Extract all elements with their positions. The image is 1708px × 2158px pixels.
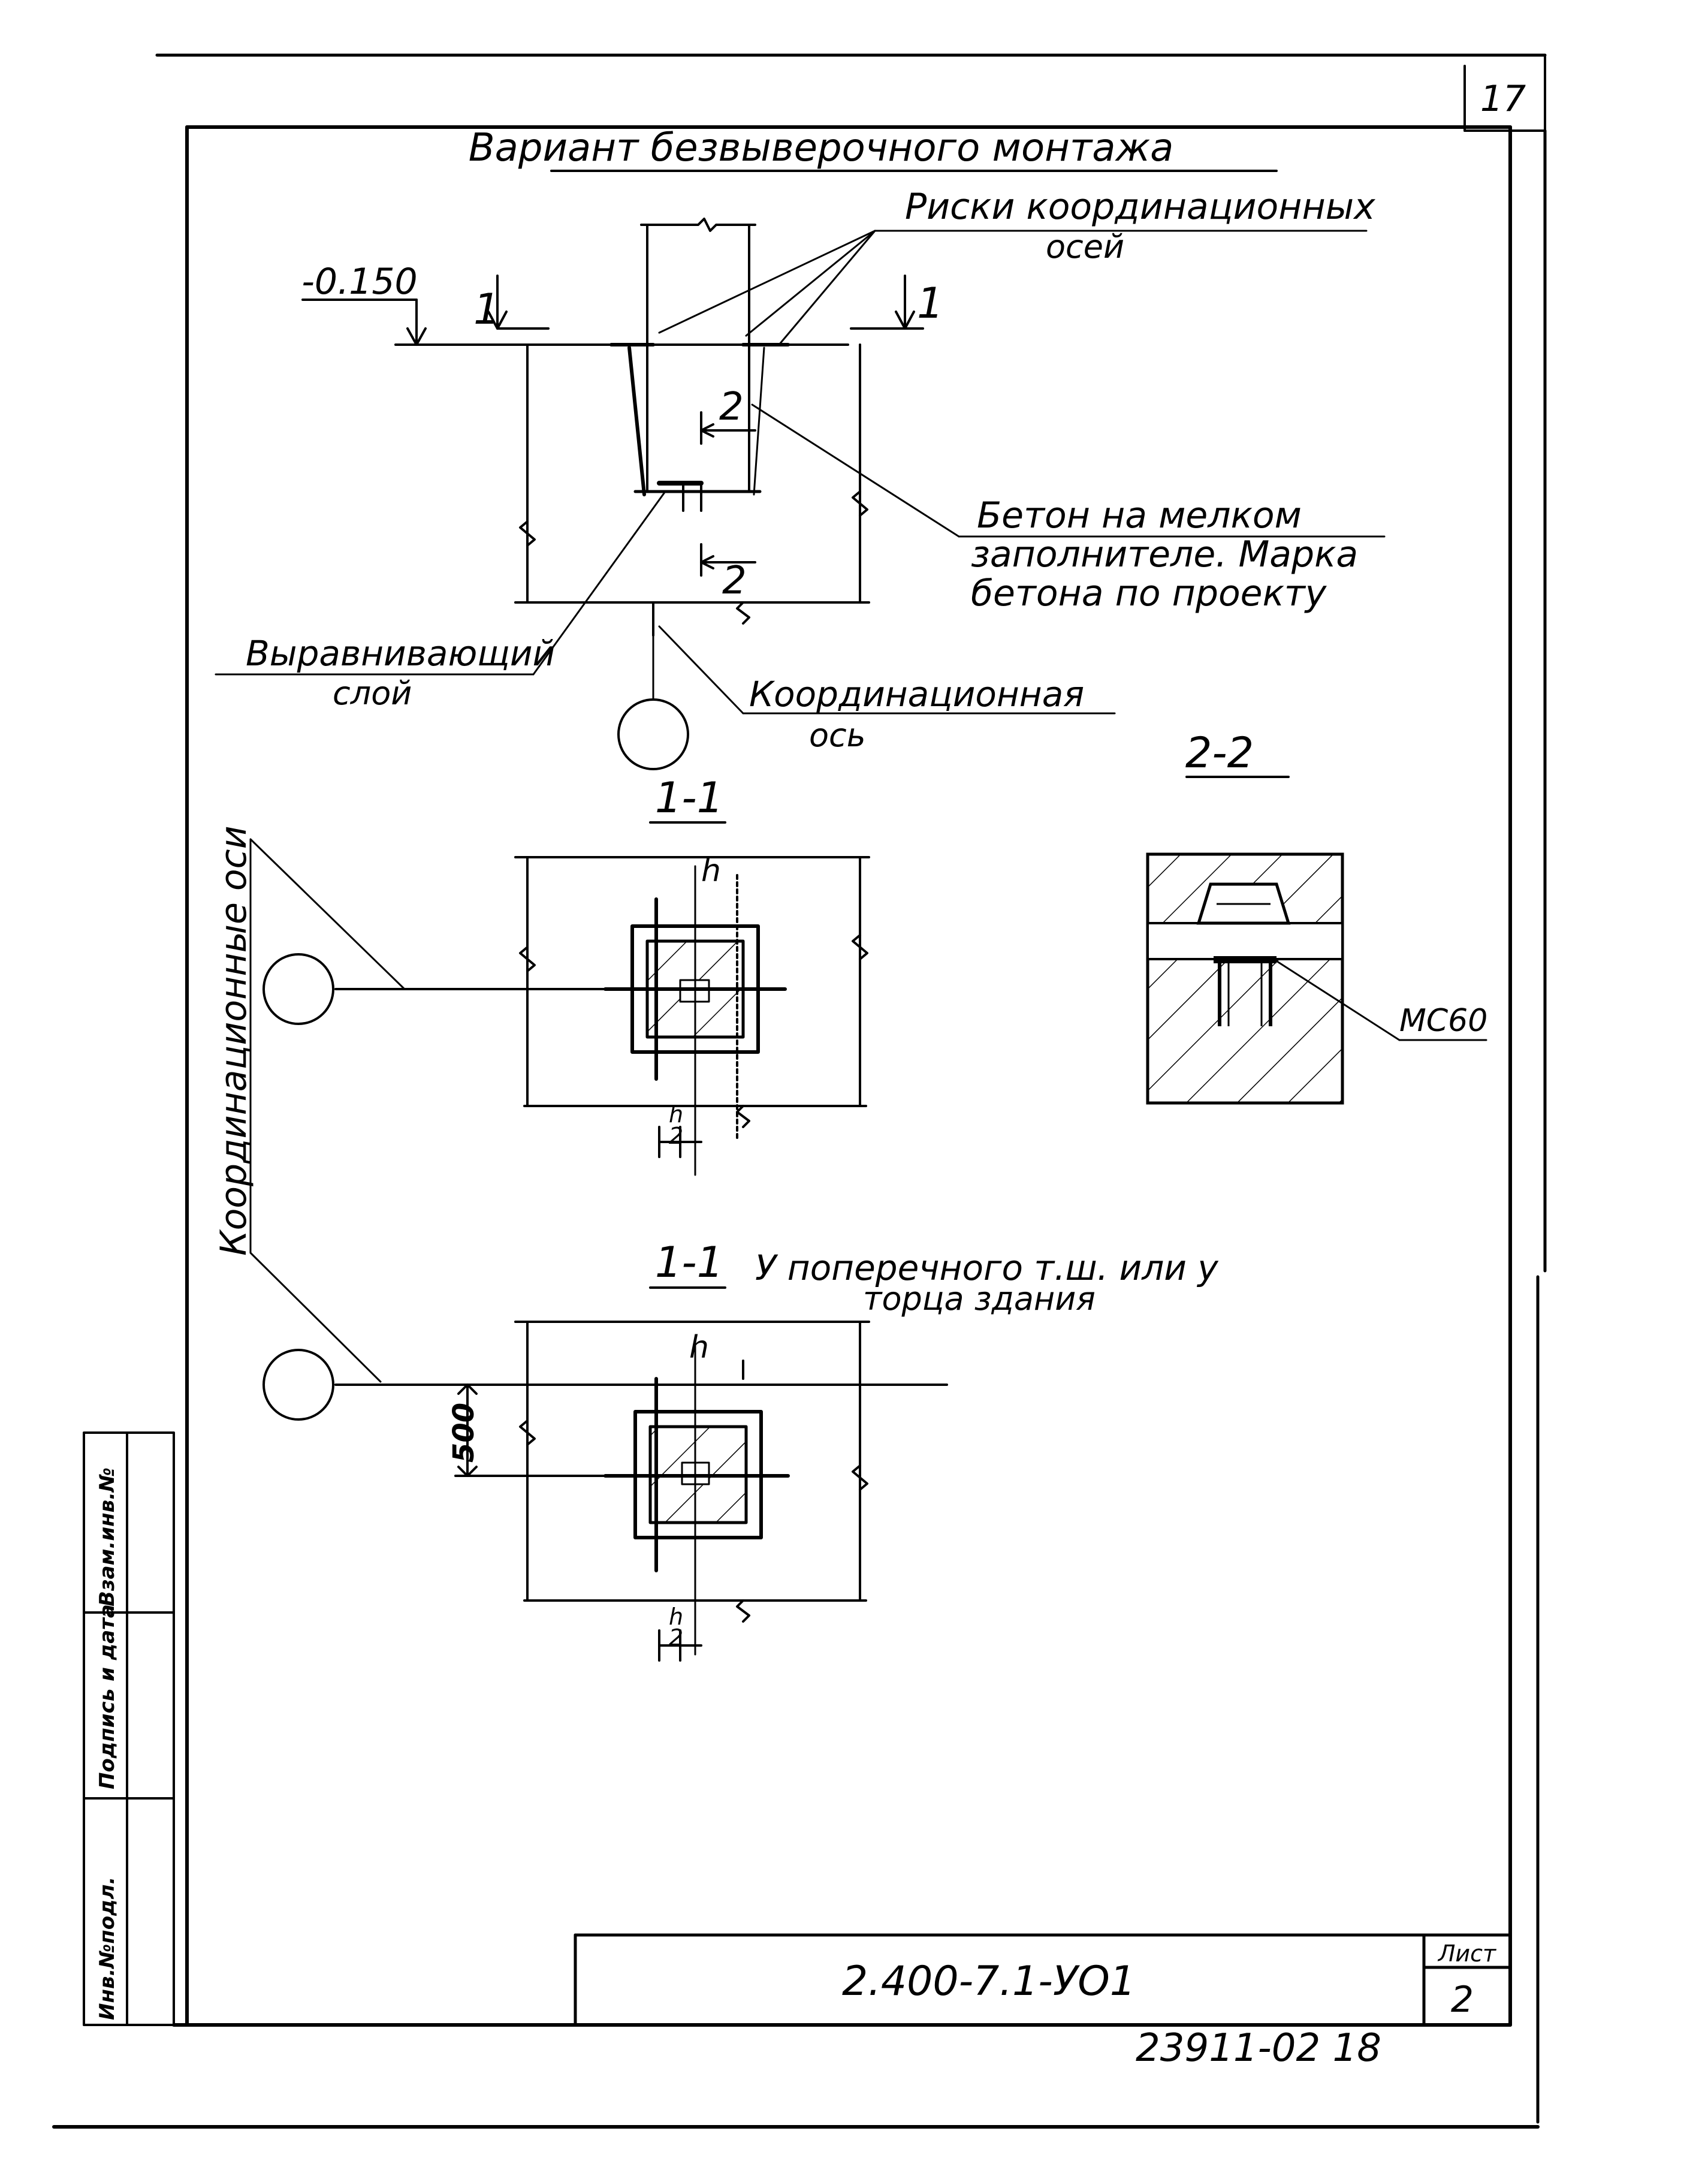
callout-axis-line1: Координационная xyxy=(749,674,1084,715)
document-code: 2.400-7.1-УО1 xyxy=(842,1958,1136,2005)
axes-leader xyxy=(249,838,406,1383)
view-subtitle-1-1-b-line2: торца здания xyxy=(863,1280,1096,1318)
section-2-2-detail xyxy=(1146,852,1344,1105)
view-title-2-2: 2-2 xyxy=(1185,728,1254,777)
section-marker-2-top: 2 xyxy=(719,385,744,429)
section-marker-1-right: 1 xyxy=(917,279,944,328)
plan-1-1-b xyxy=(334,1321,948,1662)
plan-1-1-b-dim-h-den: 2 xyxy=(669,1624,683,1651)
plan-1-1-dim-h: h xyxy=(701,853,721,889)
drawing-title: Вариант безвыверочного монтажа xyxy=(469,126,1174,170)
section-cut-left xyxy=(487,275,550,330)
sheet-corner-number: 17 xyxy=(1480,78,1526,120)
callout-concrete-line3: бетона по проекту xyxy=(971,572,1327,614)
plan-1-1 xyxy=(334,856,870,1176)
archive-number: 23911-02 18 xyxy=(1136,2026,1381,2070)
section-cut-right xyxy=(850,275,924,330)
callout-leveling-line1: Выравнивающий xyxy=(246,633,555,674)
level-mark-value: -0.150 xyxy=(301,261,417,303)
plate-leader xyxy=(1272,958,1401,1041)
view-title-1-1-b: 1-1 xyxy=(655,1238,723,1287)
axis-bubble-bottom xyxy=(262,1349,334,1421)
callout-leveling-line2: слой xyxy=(333,674,412,712)
plan-1-1-dim-h-den: 2 xyxy=(669,1123,683,1149)
section-marker-2-bottom: 2 xyxy=(722,559,747,603)
side-stamp-signature-label: Подпись и дата xyxy=(95,1604,119,1789)
sheet-frame xyxy=(52,53,1547,2129)
sheet-label: Лист xyxy=(1437,1940,1497,1967)
plan-1-1-b-dim-h-num: h xyxy=(669,1604,683,1630)
axis-bubble-top xyxy=(617,698,689,770)
axis-bubble-middle xyxy=(262,953,334,1025)
callout-axis-line2: ось xyxy=(809,716,866,754)
view-title-1-1: 1-1 xyxy=(655,773,723,822)
plan-1-1-dim-h-num: h xyxy=(669,1101,683,1128)
callout-risk-line2: осей xyxy=(1046,228,1124,266)
callout-concrete-line1: Бетон на мелком xyxy=(977,495,1302,537)
plan-1-1-b-dim-h: h xyxy=(689,1330,709,1366)
side-stamp xyxy=(83,1431,175,2026)
callout-risk-line1: Риски координационных xyxy=(905,186,1375,228)
view-subtitle-1-1-b-line1: У поперечного т.ш. или у xyxy=(755,1247,1218,1288)
callout-axes-vertical: Координационные оси xyxy=(213,825,255,1256)
callout-concrete-line2: заполнителе. Марка xyxy=(971,534,1358,575)
level-marker xyxy=(301,299,427,346)
title-block xyxy=(574,1933,1512,2027)
sheet-number: 2 xyxy=(1451,1979,1474,2021)
section-marker-1-left: 1 xyxy=(473,285,500,334)
side-stamp-replace-label: Взам.инв.№ xyxy=(95,1467,119,1607)
column-elevation xyxy=(394,218,870,637)
side-stamp-inv-label: Инв.№подл. xyxy=(95,1877,119,2020)
leader-lines xyxy=(215,230,1386,715)
plate-label: МС60 xyxy=(1399,1003,1487,1039)
plan-1-1-b-dim-500: 500 xyxy=(447,1403,481,1463)
section-2-cut xyxy=(700,411,756,577)
